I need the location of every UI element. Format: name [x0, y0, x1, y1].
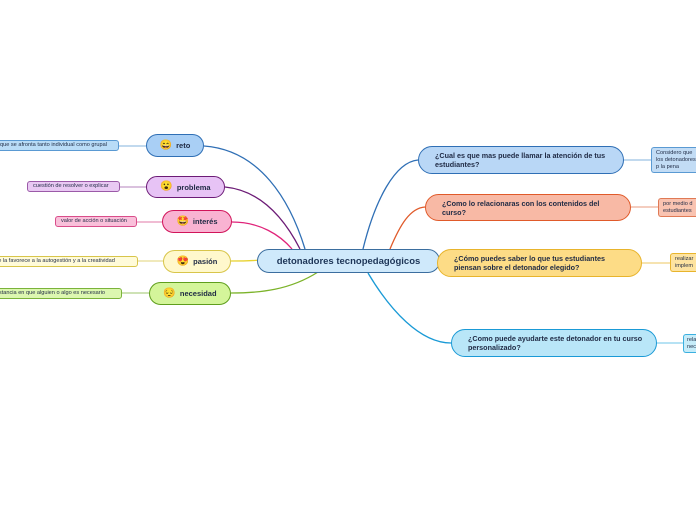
branch-connector [230, 271, 319, 294]
surprised-face-icon: 😮 [160, 181, 173, 192]
subtopic-pasion[interactable]: que la favorece a la autogestión y a la … [0, 256, 138, 267]
star-struck-face-icon: 🤩 [176, 215, 189, 227]
topic-reto[interactable]: 😄 reto [146, 134, 204, 157]
topic-label: ¿Cómo puedes saber lo que tus estudiante… [454, 254, 605, 272]
pensive-face-icon: 😔 [163, 287, 176, 299]
central-topic-label: detonadores tecnopedagógicos [276, 255, 421, 267]
subtopic-label: que la favorece a la autogestión y a la … [0, 258, 115, 264]
topic-problema[interactable]: 😮 problema [146, 176, 225, 198]
subtopic-label: valor de acción o situación [61, 218, 127, 224]
subtopic-contenidos[interactable]: por medio d estudiantes [658, 198, 696, 217]
subtopic-label: Considero que los detonadores p la pena … [656, 150, 696, 172]
branch-connector [203, 145, 306, 250]
branch-connector [367, 272, 452, 344]
subtopic-necesidad[interactable]: circunstancia en que alguien o algo es n… [0, 288, 122, 299]
topic-label: ¿Como puede ayudarte este detonador en t… [468, 334, 643, 352]
topic-pasion[interactable]: 😍 pasión [163, 250, 231, 273]
subtopic-atencion[interactable]: Considero que los detonadores p la pena … [651, 147, 696, 173]
subtopic-reto[interactable]: que se afronta tanto individual como gru… [0, 140, 119, 151]
topic-label: pasión [193, 257, 218, 266]
central-topic[interactable]: detonadores tecnopedagógicos [257, 249, 440, 273]
subtopic-label: circunstancia en que alguien o algo es n… [0, 290, 105, 296]
topic-label: reto [176, 141, 191, 150]
topic-label: ¿Cual es que mas puede llamar la atenció… [435, 151, 606, 169]
topic-label: problema [176, 182, 211, 192]
subtopic-label: cuestión de resolver o explicar [33, 183, 109, 189]
heart-eyes-face-icon: 😍 [176, 255, 190, 267]
topic-label: interés [192, 217, 218, 226]
topic-label: necesidad [179, 289, 217, 298]
subtopic-label: que se afronta tanto individual como gru… [0, 142, 107, 148]
branch-connector [389, 206, 426, 250]
topic-ayuda-detonador[interactable]: ¿Como puede ayudarte este detonador en t… [451, 329, 657, 357]
topic-necesidad[interactable]: 😔 necesidad [149, 282, 231, 305]
branch-connector [231, 221, 293, 250]
subtopic-opinion[interactable]: realizar implem [670, 253, 696, 272]
topic-label: ¿Como lo relacionaras con los contenidos… [442, 198, 600, 217]
subtopic-label: rela nec [687, 337, 696, 350]
subtopic-ayuda[interactable]: rela nec [683, 334, 696, 353]
branch-connector [362, 159, 419, 250]
topic-atencion-estudiantes[interactable]: ¿Cual es que mas puede llamar la atenció… [418, 146, 624, 174]
subtopic-label: realizar implem [675, 256, 694, 269]
subtopic-problema[interactable]: cuestión de resolver o explicar [27, 181, 120, 192]
branch-connector [224, 186, 301, 250]
grinning-face-icon: 😄 [159, 139, 173, 151]
subtopic-interes[interactable]: valor de acción o situación [55, 216, 137, 227]
topic-interes[interactable]: 🤩 interés [162, 210, 232, 233]
subtopic-label: por medio d estudiantes [663, 201, 693, 214]
topic-opinion-estudiantes[interactable]: ¿Cómo puedes saber lo que tus estudiante… [437, 249, 642, 277]
topic-relacion-contenidos[interactable]: ¿Como lo relacionaras con los contenidos… [425, 194, 631, 221]
